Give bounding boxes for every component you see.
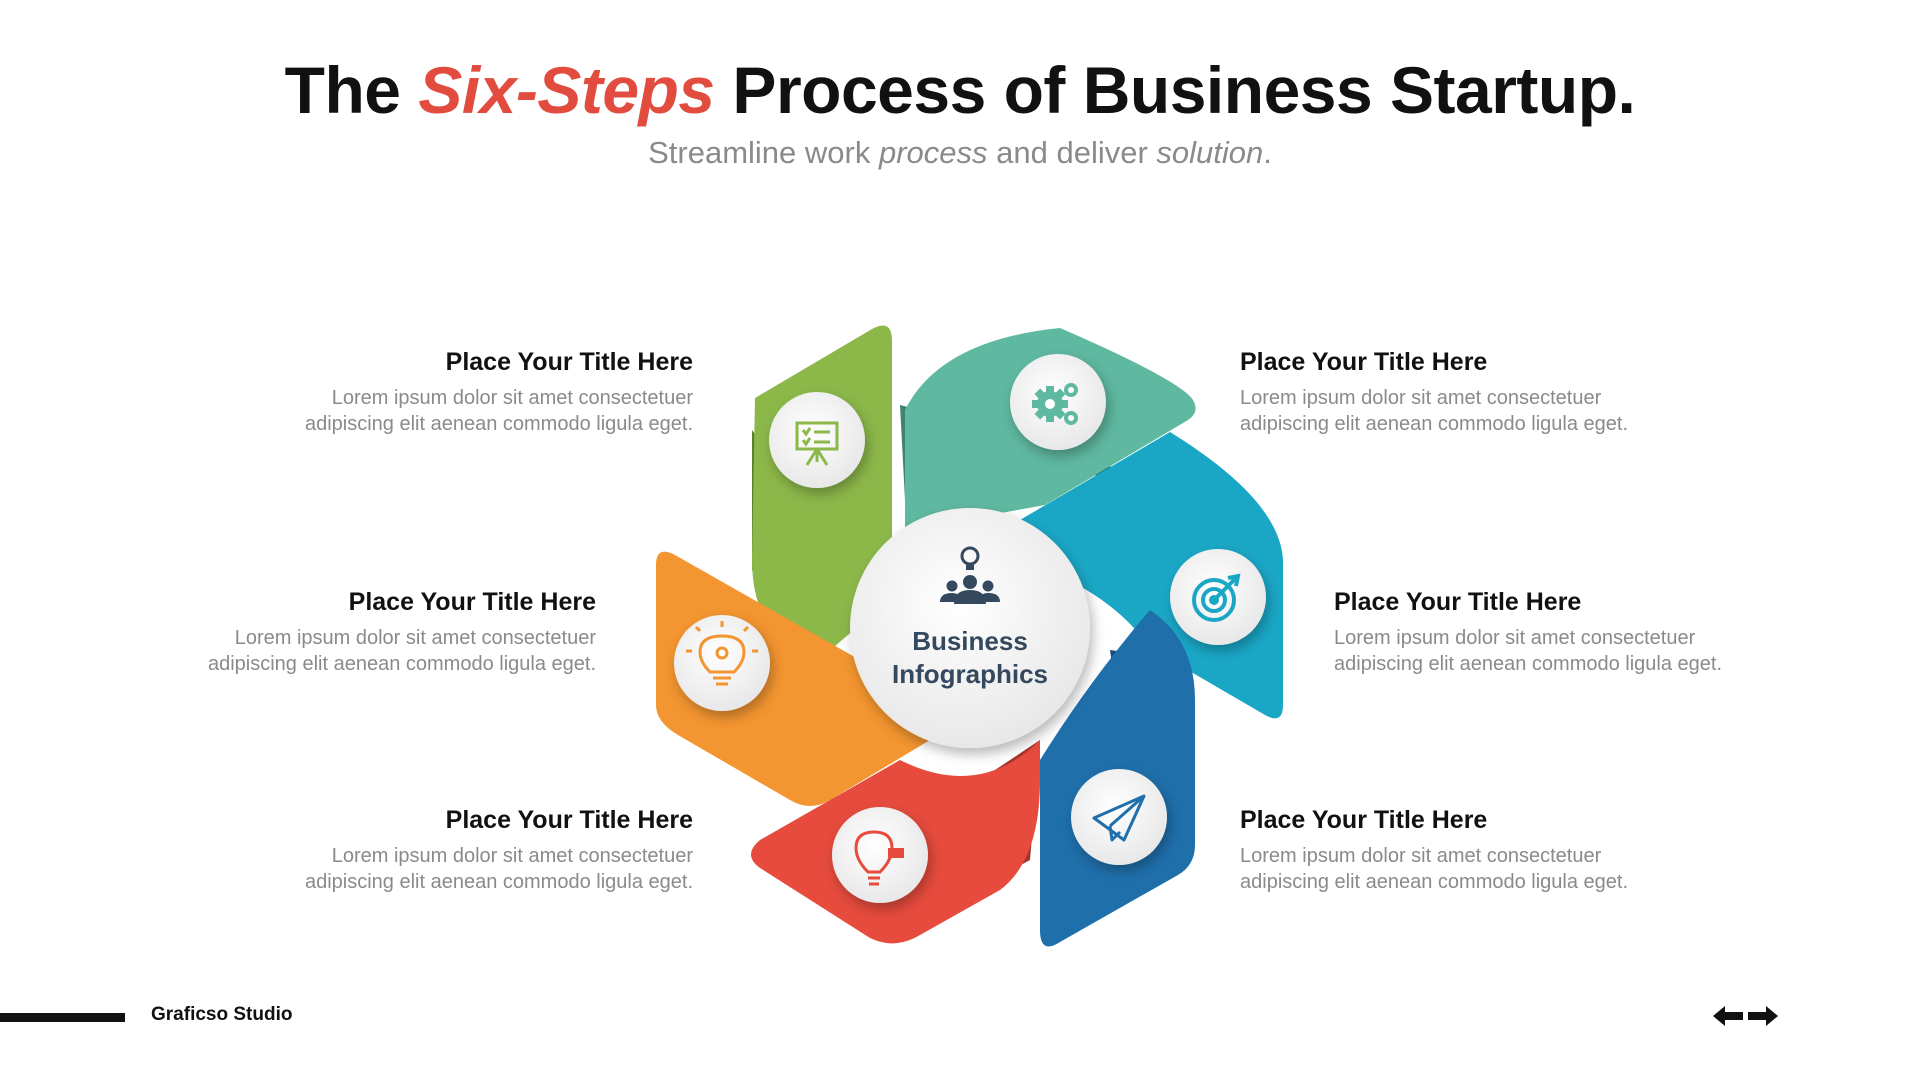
team-idea-icon xyxy=(940,546,1000,604)
step-3-desc-line-1: Lorem ipsum dolor sit amet consectetuer xyxy=(234,627,596,649)
lightbulb-gear-icon xyxy=(686,621,758,686)
step-5-description: Lorem ipsum dolor sit amet consectetuer … xyxy=(213,843,693,895)
footer-brand: Graficso Studio xyxy=(151,1004,293,1025)
step-3-desc-line-2: adipiscing elit aenean commodo ligula eg… xyxy=(207,653,596,675)
step-2-desc-line-1: Lorem ipsum dolor sit amet consectetuer xyxy=(1240,387,1602,409)
step-5-title: Place Your Title Here xyxy=(445,806,693,834)
step-4-desc-line-1: Lorem ipsum dolor sit amet consectetuer xyxy=(1334,627,1696,649)
step-6-desc-line-1: Lorem ipsum dolor sit amet consectetuer xyxy=(1240,845,1602,867)
subtitle-emphasis: solution xyxy=(1156,135,1264,170)
step-2-desc-line-2: adipiscing elit aenean commodo ligula eg… xyxy=(1240,413,1629,435)
step-3-description: Lorem ipsum dolor sit amet consectetuer … xyxy=(116,625,596,677)
step-2-title: Place Your Title Here xyxy=(1240,348,1488,376)
petal-blue xyxy=(1020,432,1283,719)
icon-badge-red xyxy=(832,807,928,903)
subtitle-part: . xyxy=(1263,135,1272,170)
icon-badge-orange xyxy=(674,615,770,711)
step-3-title: Place Your Title Here xyxy=(348,588,596,616)
step-1-desc-line-2: adipiscing elit aenean commodo ligula eg… xyxy=(304,413,693,435)
footer-accent-bar xyxy=(0,1013,125,1022)
paper-plane-icon xyxy=(1092,794,1146,842)
page-subtitle: Streamline work process and deliver solu… xyxy=(0,135,1920,171)
arrow-right-icon[interactable] xyxy=(1748,1006,1778,1026)
step-5-desc-line-2: adipiscing elit aenean commodo ligula eg… xyxy=(304,871,693,893)
idea-bulb-icon xyxy=(854,830,904,886)
step-1-title: Place Your Title Here xyxy=(445,348,693,376)
arrow-left-icon[interactable] xyxy=(1713,1006,1743,1026)
step-6-title: Place Your Title Here xyxy=(1240,806,1488,834)
page-title: The Six-Steps Process of Business Startu… xyxy=(0,52,1920,128)
step-4-desc-line-2: adipiscing elit aenean commodo ligula eg… xyxy=(1334,653,1723,675)
subtitle-part: and deliver xyxy=(987,135,1157,170)
center-line-1: Business xyxy=(912,626,1028,656)
center-label: Business Infographics xyxy=(870,625,1070,691)
step-6-description: Lorem ipsum dolor sit amet consectetuer … xyxy=(1240,843,1720,895)
subtitle-part: Streamline work xyxy=(648,135,879,170)
step-4-title: Place Your Title Here xyxy=(1334,588,1582,616)
title-suffix: Process of Business Startup. xyxy=(714,53,1636,127)
subtitle-emphasis: process xyxy=(878,135,988,170)
gears-icon xyxy=(1032,383,1078,425)
center-hub xyxy=(850,508,1090,748)
step-5-desc-line-1: Lorem ipsum dolor sit amet consectetuer xyxy=(331,845,693,867)
title-prefix: The xyxy=(284,53,419,127)
step-1-desc-line-1: Lorem ipsum dolor sit amet consectetuer xyxy=(331,387,693,409)
step-4-description: Lorem ipsum dolor sit amet consectetuer … xyxy=(1334,625,1814,677)
target-icon xyxy=(1192,573,1241,622)
step-1-description: Lorem ipsum dolor sit amet consectetuer … xyxy=(213,385,693,437)
title-accent: Six-Steps xyxy=(418,53,715,127)
icon-badge-green xyxy=(769,392,865,488)
presentation-board-icon xyxy=(795,421,839,466)
center-line-2: Infographics xyxy=(891,659,1048,689)
step-2-description: Lorem ipsum dolor sit amet consectetuer … xyxy=(1240,385,1720,437)
step-6-desc-line-2: adipiscing elit aenean commodo ligula eg… xyxy=(1240,871,1629,893)
